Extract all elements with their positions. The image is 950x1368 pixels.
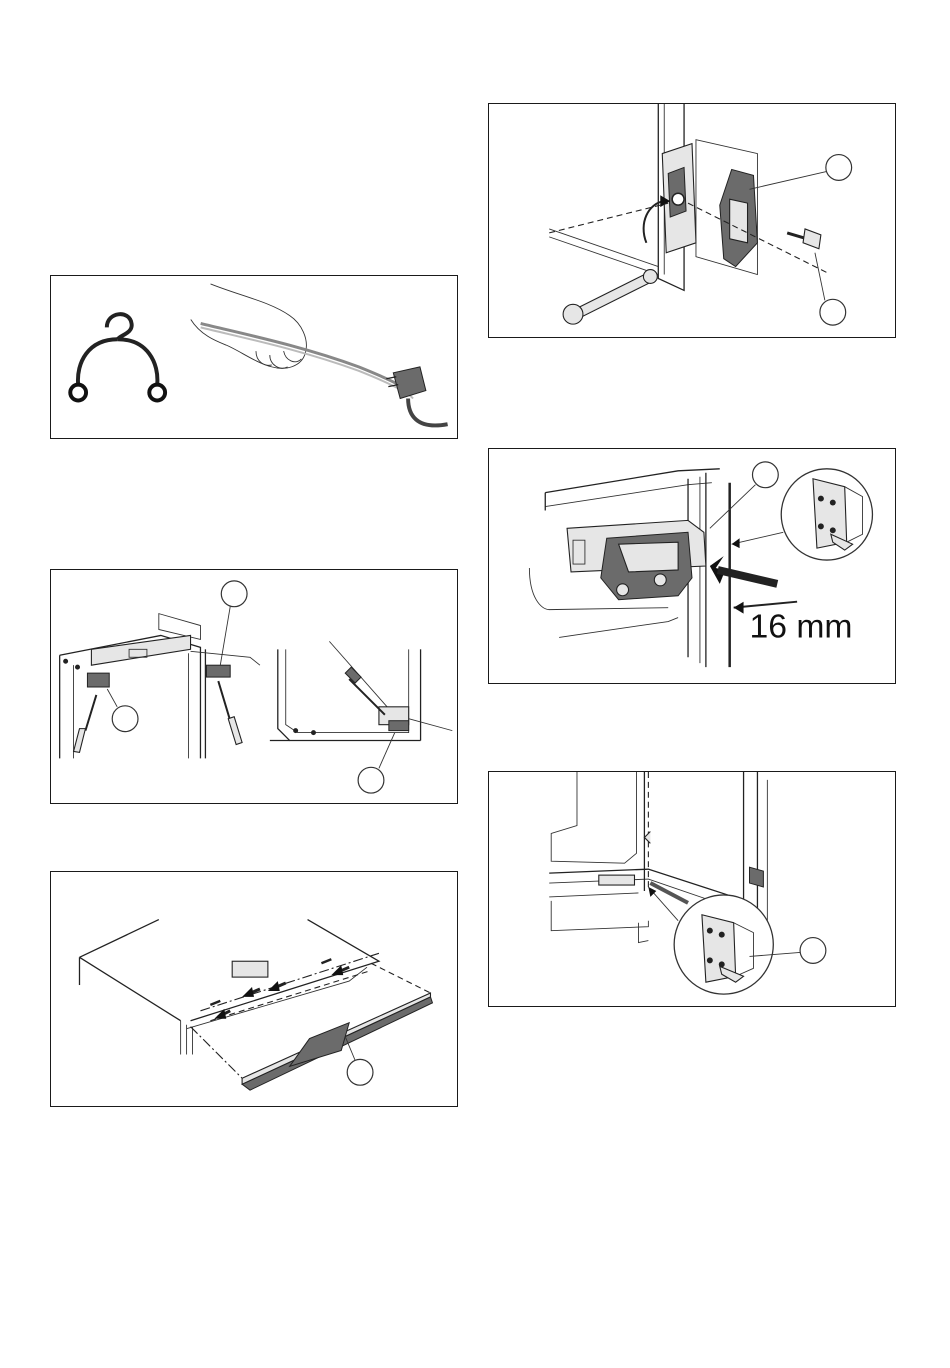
figure-base-strip-drawing	[51, 872, 457, 1106]
figure-bracket	[488, 771, 896, 1007]
plug-icon	[386, 367, 447, 426]
wrench-icon	[563, 195, 670, 324]
bracket-icon	[648, 887, 773, 994]
arrow-icons	[710, 556, 777, 584]
dimension-label: 16 mm	[750, 607, 853, 645]
callout-marker	[820, 299, 846, 325]
figure-top-clips-drawing	[51, 570, 457, 803]
cabinet-top-left	[60, 614, 260, 759]
callout-marker	[221, 581, 247, 607]
figure-top-clips	[50, 569, 458, 804]
door-panel	[549, 104, 696, 290]
figure-bracket-drawing	[489, 772, 895, 1006]
figure-door-hinge-screw	[488, 103, 896, 338]
figure-unplug	[50, 275, 458, 439]
callout-marker	[826, 155, 852, 181]
hinge-bracket	[696, 140, 757, 275]
figure-door-hinge-screw-drawing	[489, 104, 895, 337]
figure-hinge-16mm: 16 mm	[488, 448, 896, 684]
figure-base-strip	[50, 871, 458, 1107]
bracket-icon	[732, 469, 873, 560]
base-strip-part	[232, 961, 432, 1090]
figure-unplug-drawing	[51, 276, 457, 438]
cabinet-inner-right	[270, 641, 452, 740]
callout-marker	[800, 938, 826, 964]
callout-marker	[358, 767, 384, 793]
screwdriver-icon	[74, 681, 243, 752]
hand-pulling-cable	[191, 284, 413, 399]
callout-marker	[347, 1059, 373, 1085]
callout-marker	[112, 706, 138, 732]
callout-markers	[107, 581, 395, 793]
figure-hinge-16mm-drawing: 16 mm	[489, 449, 895, 683]
callout-marker	[752, 462, 778, 488]
hinge-part	[567, 520, 706, 599]
hook-icon	[70, 314, 165, 400]
